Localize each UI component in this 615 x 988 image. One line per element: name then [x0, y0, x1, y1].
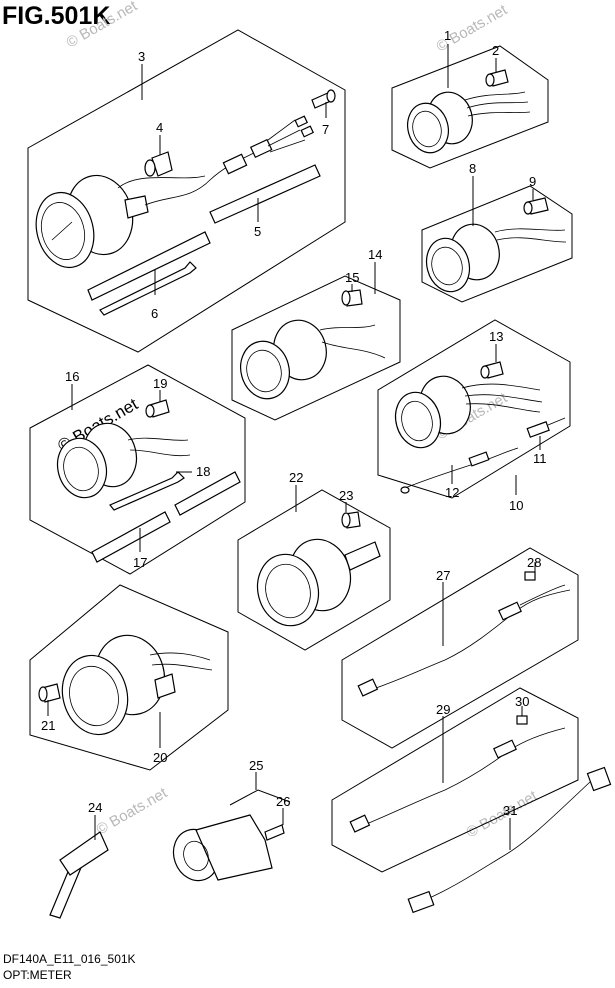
group-box-27 — [341, 547, 579, 749]
callout-14: 14 — [368, 247, 382, 262]
bulb-4 — [144, 151, 173, 177]
meter-gauge-22 — [256, 538, 381, 627]
callout-9: 9 — [529, 174, 536, 189]
tie-6 — [99, 261, 197, 316]
harness-29 — [349, 727, 566, 833]
callout-layer: 1 2 3 4 5 6 7 8 9 10 11 12 13 — [41, 28, 547, 850]
screw-26 — [264, 824, 285, 841]
connector-11 — [526, 417, 566, 438]
group-box-10 — [377, 319, 571, 499]
callout-15: 15 — [345, 270, 359, 285]
group-box-20 — [29, 584, 229, 771]
group-box-22 — [237, 489, 391, 651]
callout-3: 3 — [138, 49, 145, 64]
meter-gauge-14 — [240, 319, 386, 400]
callout-5: 5 — [254, 224, 261, 239]
wire-12 — [400, 447, 519, 494]
diagram-caption: OPT:METER — [3, 968, 72, 982]
bulb-19 — [145, 399, 170, 418]
callout-27: 27 — [436, 568, 450, 583]
callout-19: 19 — [153, 376, 167, 391]
callout-25: 25 — [249, 758, 263, 773]
diagram-code: DF140A_E11_016_501K — [3, 952, 136, 966]
callout-2: 2 — [492, 43, 499, 58]
callout-12: 12 — [445, 485, 459, 500]
callout-4: 4 — [156, 120, 163, 135]
bulb-21 — [38, 683, 61, 703]
callout-17: 17 — [133, 555, 147, 570]
group-box-16 — [29, 364, 246, 575]
bulb-13 — [480, 361, 504, 379]
callout-26: 26 — [276, 794, 290, 809]
callout-13: 13 — [489, 329, 503, 344]
callout-18: 18 — [196, 464, 210, 479]
meter-gauge-3 — [35, 149, 261, 269]
harness-27 — [357, 584, 571, 697]
callout-20: 20 — [153, 750, 167, 765]
group-box-1 — [391, 45, 549, 169]
harness-31 — [407, 766, 612, 914]
housing-25 — [172, 814, 273, 882]
callout-29: 29 — [436, 702, 450, 717]
group-box-3 — [27, 29, 346, 353]
meter-gauge-8 — [425, 223, 567, 293]
meter-gauge-1 — [407, 91, 531, 154]
tube-5 — [87, 164, 321, 301]
callout-22: 22 — [289, 470, 303, 485]
tie-18 — [109, 471, 185, 511]
callout-11: 11 — [533, 451, 547, 466]
watermark-bottom-left: © Boats.net — [94, 784, 171, 838]
meter-gauge-13 — [394, 375, 543, 449]
bulb-2 — [485, 69, 509, 87]
callout-1: 1 — [444, 28, 451, 43]
group-box-14 — [231, 275, 401, 421]
callout-23: 23 — [339, 488, 353, 503]
callout-31: 31 — [503, 803, 517, 818]
meter-gauge-16 — [56, 422, 191, 499]
callout-10: 10 — [509, 498, 523, 513]
callout-30: 30 — [515, 694, 529, 709]
terminal-28 — [524, 571, 536, 581]
bulb-15 — [341, 289, 363, 307]
callout-28: 28 — [527, 555, 541, 570]
callout-21: 21 — [41, 718, 55, 733]
group-box-8 — [421, 185, 573, 303]
callout-7: 7 — [322, 122, 329, 137]
group-box-29 — [331, 687, 579, 873]
wire-harness-3 — [222, 115, 315, 175]
tube-17 — [91, 471, 241, 563]
bulb-23 — [341, 511, 361, 529]
terminal-30 — [516, 715, 528, 725]
bulb-9 — [523, 197, 549, 215]
callout-6: 6 — [151, 306, 158, 321]
callout-8: 8 — [469, 161, 476, 176]
callout-24: 24 — [88, 800, 102, 815]
screw-7 — [311, 89, 336, 109]
group-bracket-25 — [229, 789, 291, 806]
figure-title: FIG.501K — [2, 2, 111, 30]
bracket-24 — [49, 831, 109, 919]
callout-16: 16 — [65, 369, 79, 384]
meter-gauge-20 — [61, 634, 213, 736]
watermark-top-left: © Boats.net — [64, 0, 141, 51]
